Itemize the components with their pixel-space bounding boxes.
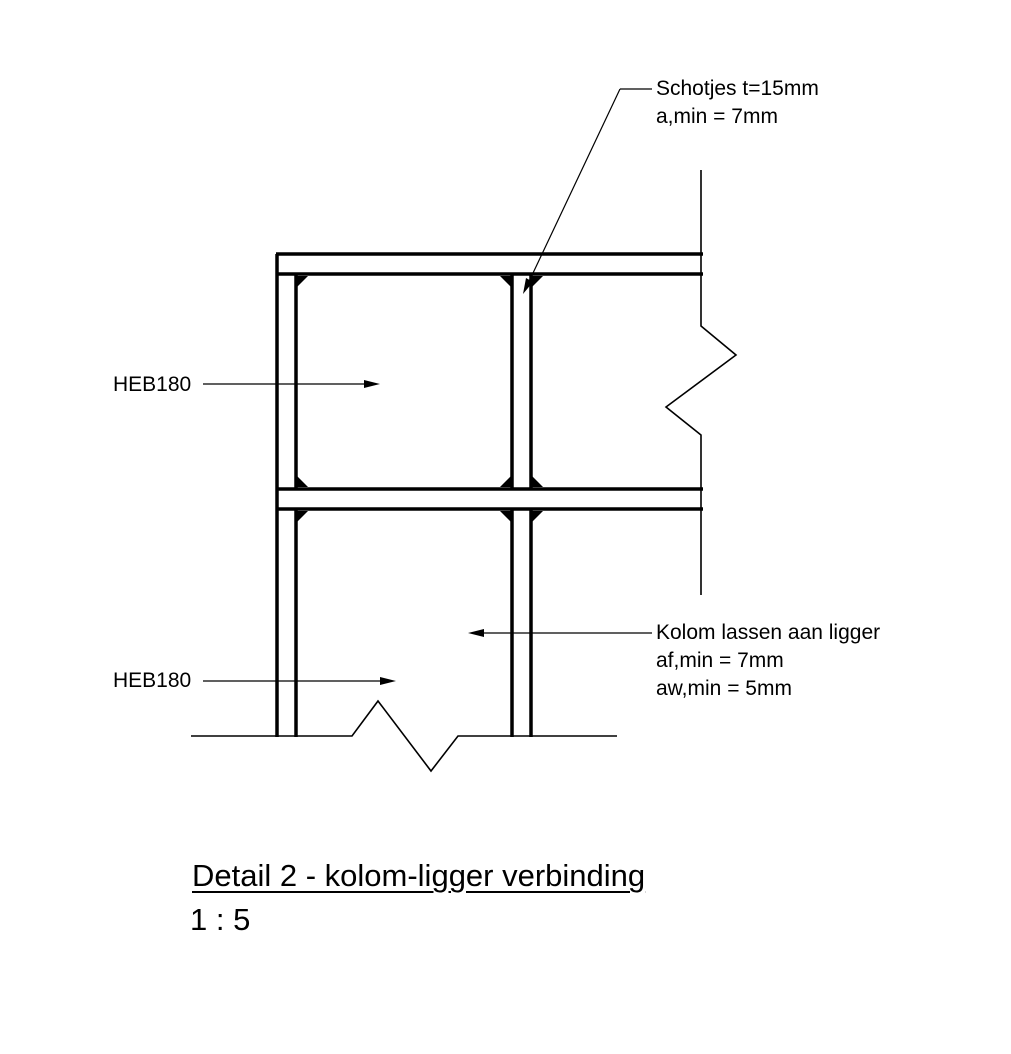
callout-schotjes-line2: a,min = 7mm — [656, 105, 778, 128]
leader-kolom — [468, 629, 652, 637]
callout-schotjes: Schotjes t=15mm a,min = 7mm — [656, 75, 819, 131]
detail-scale: 1 : 5 — [190, 902, 251, 937]
beam-break-line — [664, 170, 738, 595]
leader-schotjes — [523, 88, 652, 294]
label-heb-column: HEB180 — [113, 669, 192, 692]
column-break-line — [191, 699, 617, 773]
callout-schotjes-line1: Schotjes t=15mm — [656, 77, 819, 100]
stiffener-plate — [510, 274, 533, 489]
leader-heb-beam — [203, 380, 380, 388]
beam-bottom-flange — [276, 487, 703, 511]
leader-heb-column — [203, 677, 396, 685]
callout-kolom-line1: Kolom lassen aan ligger — [656, 621, 881, 644]
beam-top-flange — [276, 252, 703, 276]
callout-kolom: Kolom lassen aan ligger af,min = 7mm aw,… — [656, 619, 880, 703]
detail-title: Detail 2 - kolom-ligger verbinding — [192, 858, 646, 893]
column-right-flange — [510, 509, 533, 737]
callout-kolom-line2: af,min = 7mm — [656, 649, 784, 672]
fillet-welds — [296, 276, 543, 523]
label-heb-beam: HEB180 — [113, 373, 192, 396]
callout-kolom-line3: aw,min = 5mm — [656, 677, 792, 700]
